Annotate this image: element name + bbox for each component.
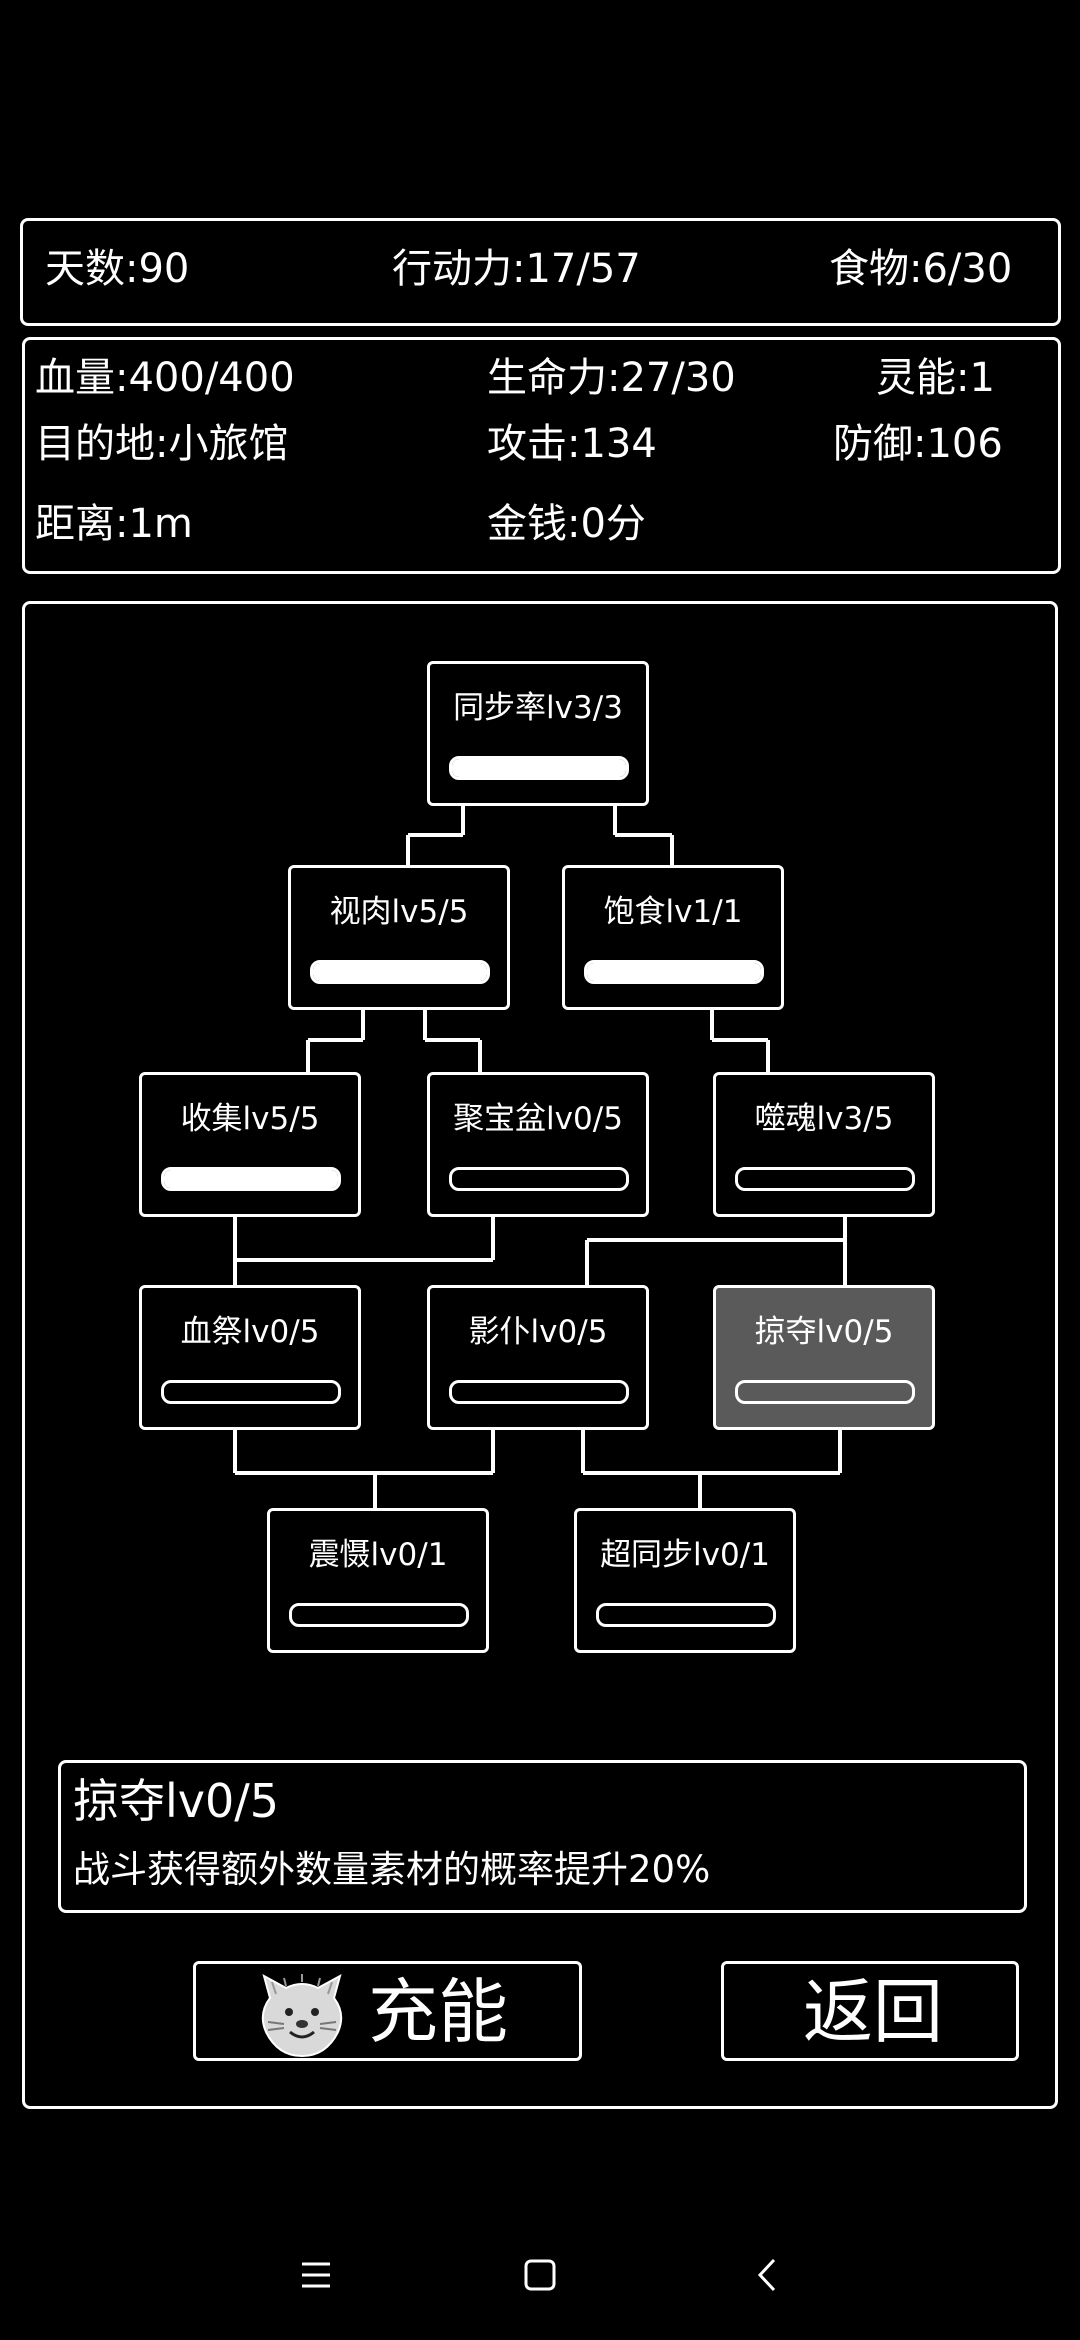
distance-stat: 距离:1m [35,501,193,547]
skill-progress-fill [452,759,626,777]
skill-progress-bar [161,1167,341,1191]
spirit-stat: 灵能:1 [876,355,995,401]
destination-stat: 目的地:小旅馆 [35,421,289,467]
character-stats-panel: 血量:400/400 生命力:27/30 灵能:1 目的地:小旅馆 攻击:134… [22,337,1061,574]
back-button[interactable]: 返回 [721,1961,1019,2061]
skill-progress-bar [735,1167,915,1191]
skill-detail-title: 掠夺lv0/5 [73,1774,280,1828]
skill-progress-bar [584,960,764,984]
skill-progress-bar [596,1603,776,1627]
skill-tree-panel [22,601,1058,2109]
skill-node-collect[interactable]: 收集lv5/5 [139,1072,361,1217]
skill-node-treasure-bowl[interactable]: 聚宝盆lv0/5 [427,1072,649,1217]
skill-progress-bar [310,960,490,984]
skill-node-shadow-servant[interactable]: 影仆lv0/5 [427,1285,649,1430]
skill-node-label: 掠夺lv0/5 [754,1314,894,1350]
defense-stat: 防御:106 [833,421,1003,467]
vitality-stat: 生命力:27/30 [487,355,736,401]
skill-detail-box: 掠夺lv0/5 战斗获得额外数量素材的概率提升20% [58,1760,1027,1913]
skill-progress-bar [449,756,629,780]
status-panel: 天数:90 行动力:17/57 食物:6/30 [20,218,1061,326]
attack-stat: 攻击:134 [487,421,657,467]
skill-node-label: 聚宝盆lv0/5 [453,1101,623,1137]
skill-node-label: 视肉lv5/5 [329,894,469,930]
skill-progress-bar [161,1380,341,1404]
skill-node-label: 收集lv5/5 [180,1101,320,1137]
skill-node-shirou[interactable]: 视肉lv5/5 [288,865,510,1010]
days-stat: 天数:90 [45,246,190,292]
menu-lines-icon[interactable] [286,2250,346,2300]
skill-node-blood-sacrifice[interactable]: 血祭lv0/5 [139,1285,361,1430]
skill-node-sync-rate[interactable]: 同步率lv3/3 [427,661,649,806]
skill-progress-bar [289,1603,469,1627]
charge-button-label: 充能 [368,1971,508,2053]
skill-progress-fill [164,1170,338,1188]
skill-progress-fill [587,963,761,981]
skill-node-label: 影仆lv0/5 [468,1314,608,1350]
skill-node-label: 震慑lv0/1 [308,1537,448,1573]
cat-face-icon [256,1968,348,2060]
charge-button[interactable]: 充能 [193,1961,582,2061]
skill-node-plunder[interactable]: 掠夺lv0/5 [713,1285,935,1430]
skill-node-soul-devour[interactable]: 噬魂lv3/5 [713,1072,935,1217]
skill-progress-bar [449,1380,629,1404]
chevron-left-icon[interactable] [738,2250,798,2300]
money-stat: 金钱:0分 [487,501,646,547]
action-points-stat: 行动力:17/57 [392,246,641,292]
skill-node-label: 同步率lv3/3 [453,690,623,726]
skill-node-label: 噬魂lv3/5 [754,1101,894,1137]
skill-node-label: 饱食lv1/1 [603,894,743,930]
skill-node-label: 血祭lv0/5 [180,1314,320,1350]
skill-node-intimidate[interactable]: 震慑lv0/1 [267,1508,489,1653]
skill-progress-bar [735,1380,915,1404]
skill-progress-bar [449,1167,629,1191]
hp-stat: 血量:400/400 [35,355,295,401]
back-button-label: 返回 [803,1971,943,2053]
square-icon[interactable] [510,2250,570,2300]
skill-node-satiety[interactable]: 饱食lv1/1 [562,865,784,1010]
skill-node-label: 超同步lv0/1 [600,1537,770,1573]
skill-detail-description: 战斗获得额外数量素材的概率提升20% [73,1848,711,1891]
skill-progress-fill [313,963,487,981]
food-stat: 食物:6/30 [829,246,1013,292]
skill-node-super-sync[interactable]: 超同步lv0/1 [574,1508,796,1653]
